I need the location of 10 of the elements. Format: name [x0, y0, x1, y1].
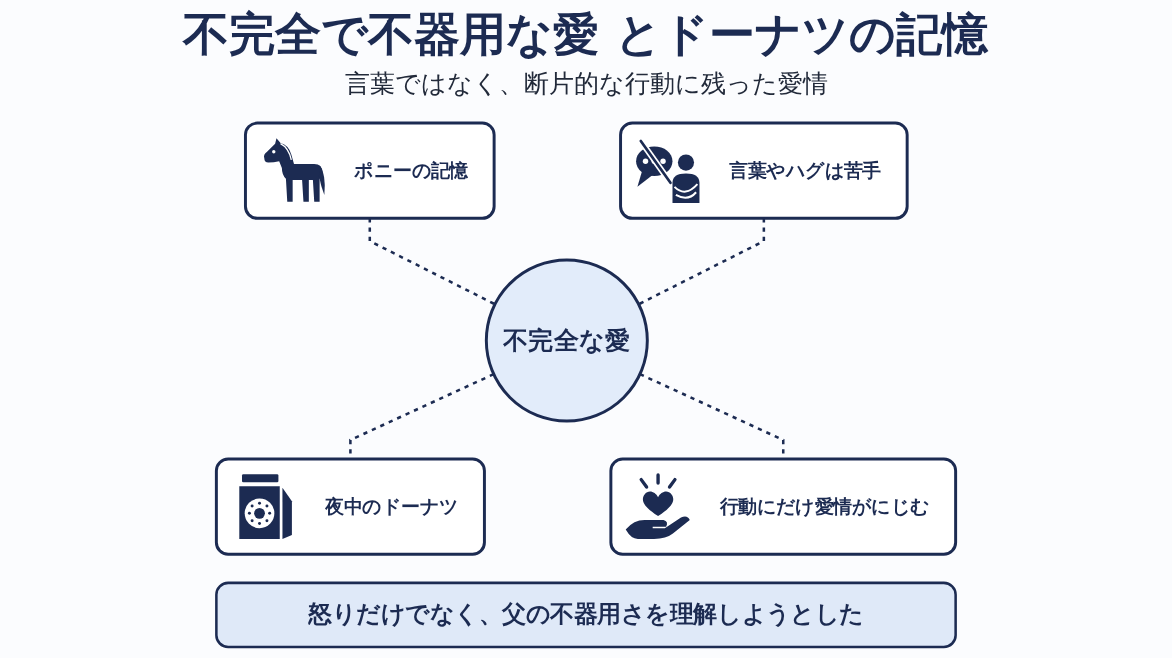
title: 不完全で不器用な愛 とドーナツの記憶 [183, 6, 989, 63]
subtitle: 言葉ではなく、断片的な行動に残った愛情 [344, 67, 828, 100]
node-box: 夜中のドーナツ [214, 457, 486, 556]
connector [638, 218, 766, 306]
node-box: 行動にだけ愛情がにじむ [609, 457, 958, 556]
node-box: ポニーの記憶 [243, 121, 496, 220]
node-circle: 不完全な愛 [484, 258, 649, 423]
node-box: 言葉やハグは苦手 [619, 121, 909, 220]
node-box: 怒りだけでなく、父の不器用さを理解しようとした [215, 581, 957, 649]
connector [368, 218, 496, 306]
